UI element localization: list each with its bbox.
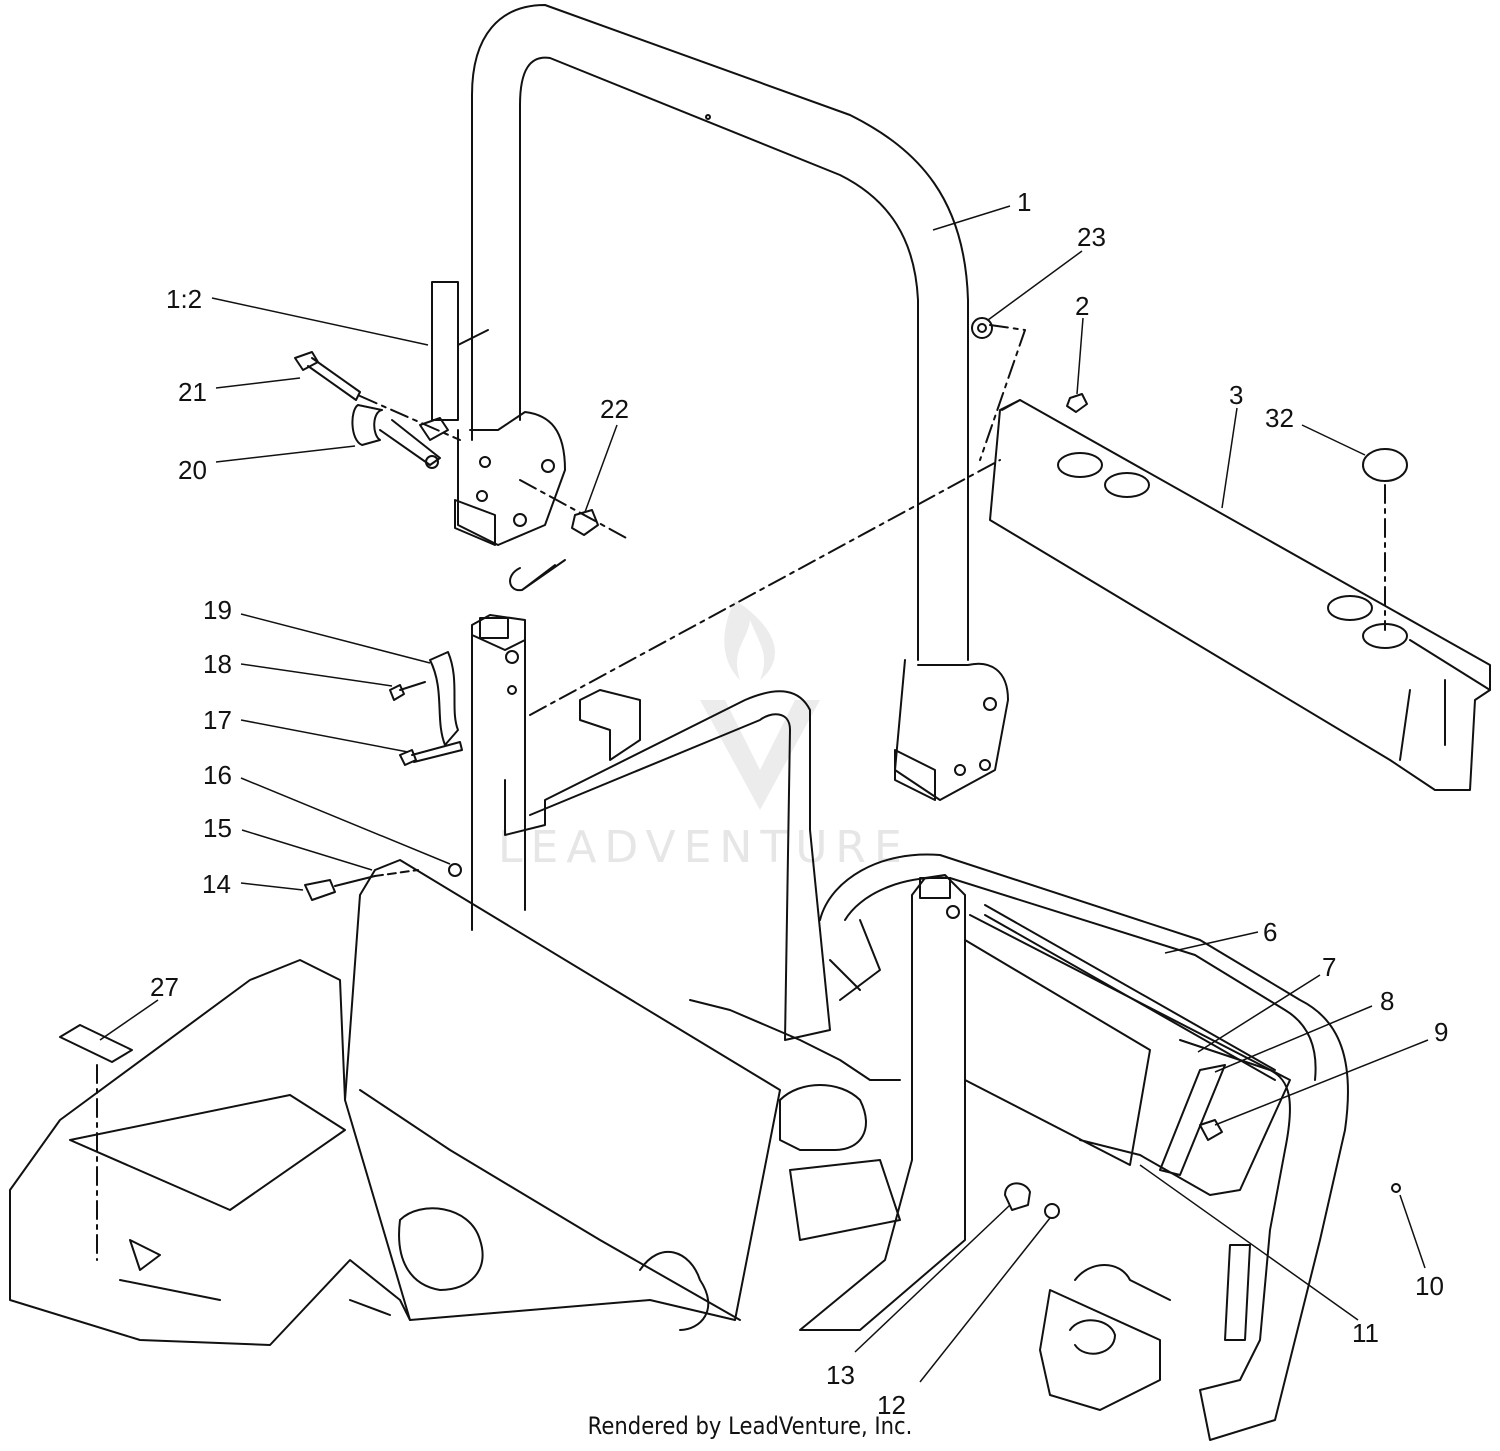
callout-16[interactable]: 16 bbox=[203, 760, 451, 865]
svg-text:11: 11 bbox=[1352, 1318, 1379, 1348]
callout-17[interactable]: 17 bbox=[203, 705, 409, 753]
battery-tray bbox=[964, 914, 1291, 1196]
svg-text:12: 12 bbox=[877, 1390, 906, 1420]
washer-12 bbox=[1044, 1203, 1060, 1219]
callout-22[interactable]: 22 bbox=[584, 394, 629, 513]
callout-21[interactable]: 21 bbox=[178, 377, 301, 407]
svg-text:1: 1 bbox=[1017, 187, 1031, 217]
nut-16 bbox=[448, 863, 462, 877]
callout-15[interactable]: 15 bbox=[203, 813, 373, 871]
callout-18[interactable]: 18 bbox=[203, 649, 393, 687]
bracket-hole bbox=[541, 459, 555, 473]
callout-14[interactable]: 14 bbox=[202, 869, 304, 899]
rops-hole bbox=[705, 114, 711, 120]
key-14 bbox=[304, 875, 376, 901]
decal-27 bbox=[59, 1024, 133, 1063]
svg-text:32: 32 bbox=[1265, 403, 1294, 433]
footer-credit: Rendered by LeadVenture, Inc. bbox=[587, 1412, 913, 1440]
callouts: 1 1:2 2 3 6 7 8 9 bbox=[99, 187, 1448, 1420]
bolt-17 bbox=[399, 741, 463, 766]
chassis-right bbox=[1039, 1289, 1161, 1411]
nut-10 bbox=[1391, 1183, 1401, 1193]
svg-text:6: 6 bbox=[1263, 917, 1277, 947]
callout-8[interactable]: 8 bbox=[1214, 986, 1394, 1073]
decal-1-2 bbox=[431, 281, 459, 421]
rops-hoop-outer bbox=[471, 4, 969, 661]
right-upright-post bbox=[799, 874, 966, 1331]
assembly-drawing bbox=[9, 4, 1491, 1441]
plate-8 bbox=[1159, 1064, 1226, 1176]
svg-text:7: 7 bbox=[1322, 952, 1336, 982]
callout-10[interactable]: 10 bbox=[1399, 1194, 1444, 1301]
callout-6[interactable]: 6 bbox=[1164, 917, 1277, 954]
svg-text:18: 18 bbox=[203, 649, 232, 679]
chassis-left bbox=[9, 959, 411, 1346]
callout-13[interactable]: 13 bbox=[826, 1204, 1011, 1390]
svg-text:10: 10 bbox=[1415, 1271, 1444, 1301]
bracket-hole bbox=[476, 490, 488, 502]
rear-channel-3 bbox=[989, 399, 1491, 791]
bracket-hole bbox=[479, 456, 491, 468]
bracket-hole bbox=[513, 513, 527, 527]
svg-text:16: 16 bbox=[203, 760, 232, 790]
svg-text:14: 14 bbox=[202, 869, 231, 899]
callout-12[interactable]: 12 bbox=[877, 1217, 1051, 1420]
plug-32 bbox=[1362, 448, 1408, 482]
watermark-text: LEADVENTURE bbox=[498, 822, 910, 873]
bolt-21 bbox=[294, 351, 361, 401]
svg-text:8: 8 bbox=[1380, 986, 1394, 1016]
rops-left-bracket bbox=[457, 411, 566, 546]
callout-1-2[interactable]: 1:2 bbox=[166, 284, 429, 346]
callout-20[interactable]: 20 bbox=[178, 445, 356, 485]
svg-text:21: 21 bbox=[178, 377, 207, 407]
left-upright-post bbox=[471, 614, 526, 931]
screw-18 bbox=[389, 681, 426, 701]
center-chassis bbox=[689, 999, 901, 1241]
nut-2 bbox=[1066, 393, 1088, 413]
plate-19 bbox=[429, 651, 459, 746]
washer-23 bbox=[971, 317, 993, 339]
svg-text:9: 9 bbox=[1434, 1017, 1448, 1047]
svg-text:20: 20 bbox=[178, 455, 207, 485]
pin-20 bbox=[351, 404, 441, 466]
svg-text:2: 2 bbox=[1075, 291, 1089, 321]
svg-text:15: 15 bbox=[203, 813, 232, 843]
callout-11[interactable]: 11 bbox=[1139, 1164, 1379, 1348]
strip-7 bbox=[984, 904, 1276, 1081]
callout-7[interactable]: 7 bbox=[1197, 952, 1336, 1053]
hair-pin bbox=[509, 559, 566, 592]
rops-left-bracket-plate bbox=[454, 499, 496, 546]
svg-text:27: 27 bbox=[150, 972, 179, 1002]
clip-9 bbox=[1199, 1119, 1223, 1141]
callout-27[interactable]: 27 bbox=[99, 972, 179, 1041]
callout-23[interactable]: 23 bbox=[987, 222, 1106, 321]
svg-text:22: 22 bbox=[600, 394, 629, 424]
rops-hoop-inner bbox=[519, 56, 919, 661]
seat-frame-hoop bbox=[504, 690, 831, 1041]
svg-text:19: 19 bbox=[203, 595, 232, 625]
svg-text:17: 17 bbox=[203, 705, 232, 735]
callout-19[interactable]: 19 bbox=[203, 595, 431, 664]
svg-text:1:2: 1:2 bbox=[166, 284, 202, 314]
callout-1[interactable]: 1 bbox=[932, 187, 1031, 231]
svg-text:13: 13 bbox=[826, 1360, 855, 1390]
rops-right-bracket bbox=[894, 659, 1009, 801]
svg-text:3: 3 bbox=[1229, 380, 1243, 410]
nut-22 bbox=[571, 509, 599, 536]
callout-32[interactable]: 32 bbox=[1265, 403, 1366, 456]
callout-9[interactable]: 9 bbox=[1214, 1017, 1448, 1126]
knob-13 bbox=[1004, 1182, 1031, 1211]
callout-3[interactable]: 3 bbox=[1221, 380, 1243, 509]
watermark: LEADVENTURE bbox=[498, 600, 910, 873]
watermark-logo-icon bbox=[700, 600, 820, 810]
callout-2[interactable]: 2 bbox=[1075, 291, 1089, 395]
panel-15 bbox=[344, 859, 781, 1321]
svg-text:23: 23 bbox=[1077, 222, 1106, 252]
body-6 bbox=[819, 853, 1349, 1441]
